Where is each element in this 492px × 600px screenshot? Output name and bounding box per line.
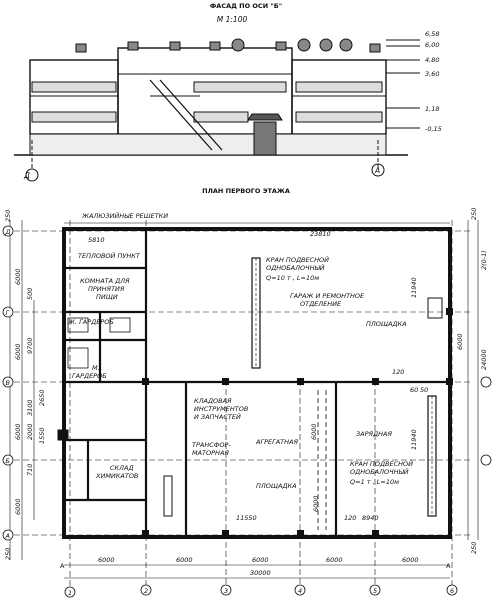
row-axis-label: А: [5, 532, 10, 540]
dim-label: 6000: [14, 498, 22, 515]
dim-label: 6000: [310, 423, 318, 440]
dim-label: 6000: [456, 333, 464, 350]
room-label-aggregate: АГРЕГАТНАЯ: [255, 438, 298, 446]
row-axis-label: В: [6, 379, 11, 387]
dim-label: 60: [410, 386, 418, 394]
room-label-storage: КЛАДОВАЯ: [194, 397, 232, 405]
dim-label: 6000: [14, 423, 22, 440]
row-axis-label: Д: [5, 228, 11, 236]
level-label: 6,58: [425, 30, 439, 38]
cut-mark-left: А: [60, 562, 65, 570]
room-label-wardrobe-m: М.: [92, 364, 100, 372]
level-label: 3,60: [425, 70, 439, 78]
dim-label: 23810: [310, 230, 331, 238]
room-label-chemicals: СКЛАД: [110, 464, 134, 472]
level-label: -0,15: [425, 125, 442, 133]
room-label-garage: ОТДЕЛЕНИЕ: [300, 300, 342, 308]
dim-label: 250: [470, 542, 478, 554]
level-label: 1,18: [425, 105, 439, 113]
dim-label: 120: [344, 514, 356, 522]
dim-label: 250: [4, 210, 12, 222]
room-label-platform: ПЛОЩАДКА: [256, 482, 297, 490]
room-label-food: ПИЩИ: [96, 293, 118, 301]
dim-label: 11940: [410, 277, 418, 298]
col-axis-label: 2: [144, 587, 148, 595]
facade-drawing: [14, 38, 420, 182]
dim-label: 6000: [176, 556, 193, 564]
level-label: 6,00: [425, 41, 439, 49]
col-axis-label: 1: [68, 589, 72, 597]
row-axis-label: Г: [6, 309, 11, 317]
cut-mark-right: А: [446, 562, 451, 570]
crane-label: ОДНОБАЛОЧНЫЙ: [266, 263, 325, 272]
dim-label: 6000: [14, 343, 22, 360]
row-axis-bubbles: [2, 225, 492, 541]
facade-scale: М 1:100: [217, 15, 248, 24]
dim-label: 6000: [98, 556, 115, 564]
dim-label: 2650: [38, 389, 46, 406]
dim-label: 120: [392, 368, 404, 376]
dim-label: 2000: [26, 423, 34, 440]
room-label-wardrobe-m: ГАРДЕРОБ: [72, 372, 107, 380]
room-label-wardrobe-f: Ж. ГАРДЕРОБ: [67, 318, 114, 326]
room-label-storage: И ЗАПЧАСТЕЙ: [194, 412, 241, 421]
dim-label: 30000: [250, 569, 271, 577]
col-axis-label: 3: [224, 587, 228, 595]
dim-label: 250: [470, 208, 478, 220]
dim-label: 1550: [38, 427, 46, 444]
dim-label: 6000: [252, 556, 269, 564]
dim-label: 8940: [362, 514, 379, 522]
dim-label: 500: [26, 288, 34, 300]
crane-label: Q=1 т , L=10м: [350, 478, 399, 486]
plan-drawing: [9, 220, 479, 588]
room-label-transformer: ТРАНСФОР-: [192, 441, 231, 449]
room-label-platform: ПЛОЩАДКА: [366, 320, 407, 328]
room-label-food: ПРИНЯТИЯ: [88, 285, 125, 293]
room-label-charging: ЗАРЯДНАЯ: [356, 430, 392, 438]
dim-label: 3100: [26, 399, 34, 416]
dim-label: 250: [4, 548, 12, 560]
crane-label: КРАН ПОДВЕСНОЙ: [350, 459, 413, 468]
room-label-heat: ТЕПЛОВОЙ ПУНКТ: [78, 251, 141, 260]
dim-label: 50: [420, 386, 428, 394]
dim-label: 6000: [402, 556, 419, 564]
dim-label: 5810: [88, 236, 105, 244]
col-axis-bubbles: [64, 584, 458, 598]
col-axis-label: 4: [298, 587, 302, 595]
facade-title: ФАСАД ПО ОСИ "Б": [210, 2, 282, 10]
dim-label: 6000: [326, 556, 343, 564]
level-label: 4,80: [425, 56, 439, 64]
dim-label: 24000: [480, 349, 488, 370]
row-axis-label: Б: [6, 457, 11, 465]
crane-label: КРАН ПОДВЕСНОЙ: [266, 255, 329, 264]
dim-label: 2(0-1): [480, 250, 488, 270]
crane-label: Q=10 т , L=10м: [266, 274, 319, 282]
room-label-chemicals: ХИМИКАТОВ: [95, 472, 139, 480]
room-label-transformer: МАТОРНАЯ: [192, 449, 229, 457]
facade-axis-right: А: [374, 166, 380, 175]
dim-label: 6000: [14, 268, 22, 285]
room-label-garage: ГАРАЖ И РЕМОНТНОЕ: [290, 292, 365, 300]
room-label-storage: ИНСТРУМЕНТОВ: [194, 405, 249, 413]
dim-label: 11940: [410, 429, 418, 450]
col-axis-label: 6: [450, 587, 454, 595]
dim-label: 11550: [236, 514, 257, 522]
crane-label: ОДНОБАЛОЧНЫЙ: [350, 467, 409, 476]
room-label-jalousie: ЖАЛЮЗИЙНЫЕ РЕШЕТКИ: [81, 211, 168, 220]
facade-axis-left: Д: [23, 171, 30, 180]
room-label-food: КОМНАТА ДЛЯ: [80, 277, 130, 285]
col-axis-label: 5: [373, 587, 377, 595]
dim-label: 6000: [312, 495, 320, 512]
plan-title: ПЛАН ПЕРВОГО ЭТАЖА: [202, 187, 290, 195]
dim-label: 9700: [26, 337, 34, 354]
dim-label: 710: [26, 464, 34, 476]
